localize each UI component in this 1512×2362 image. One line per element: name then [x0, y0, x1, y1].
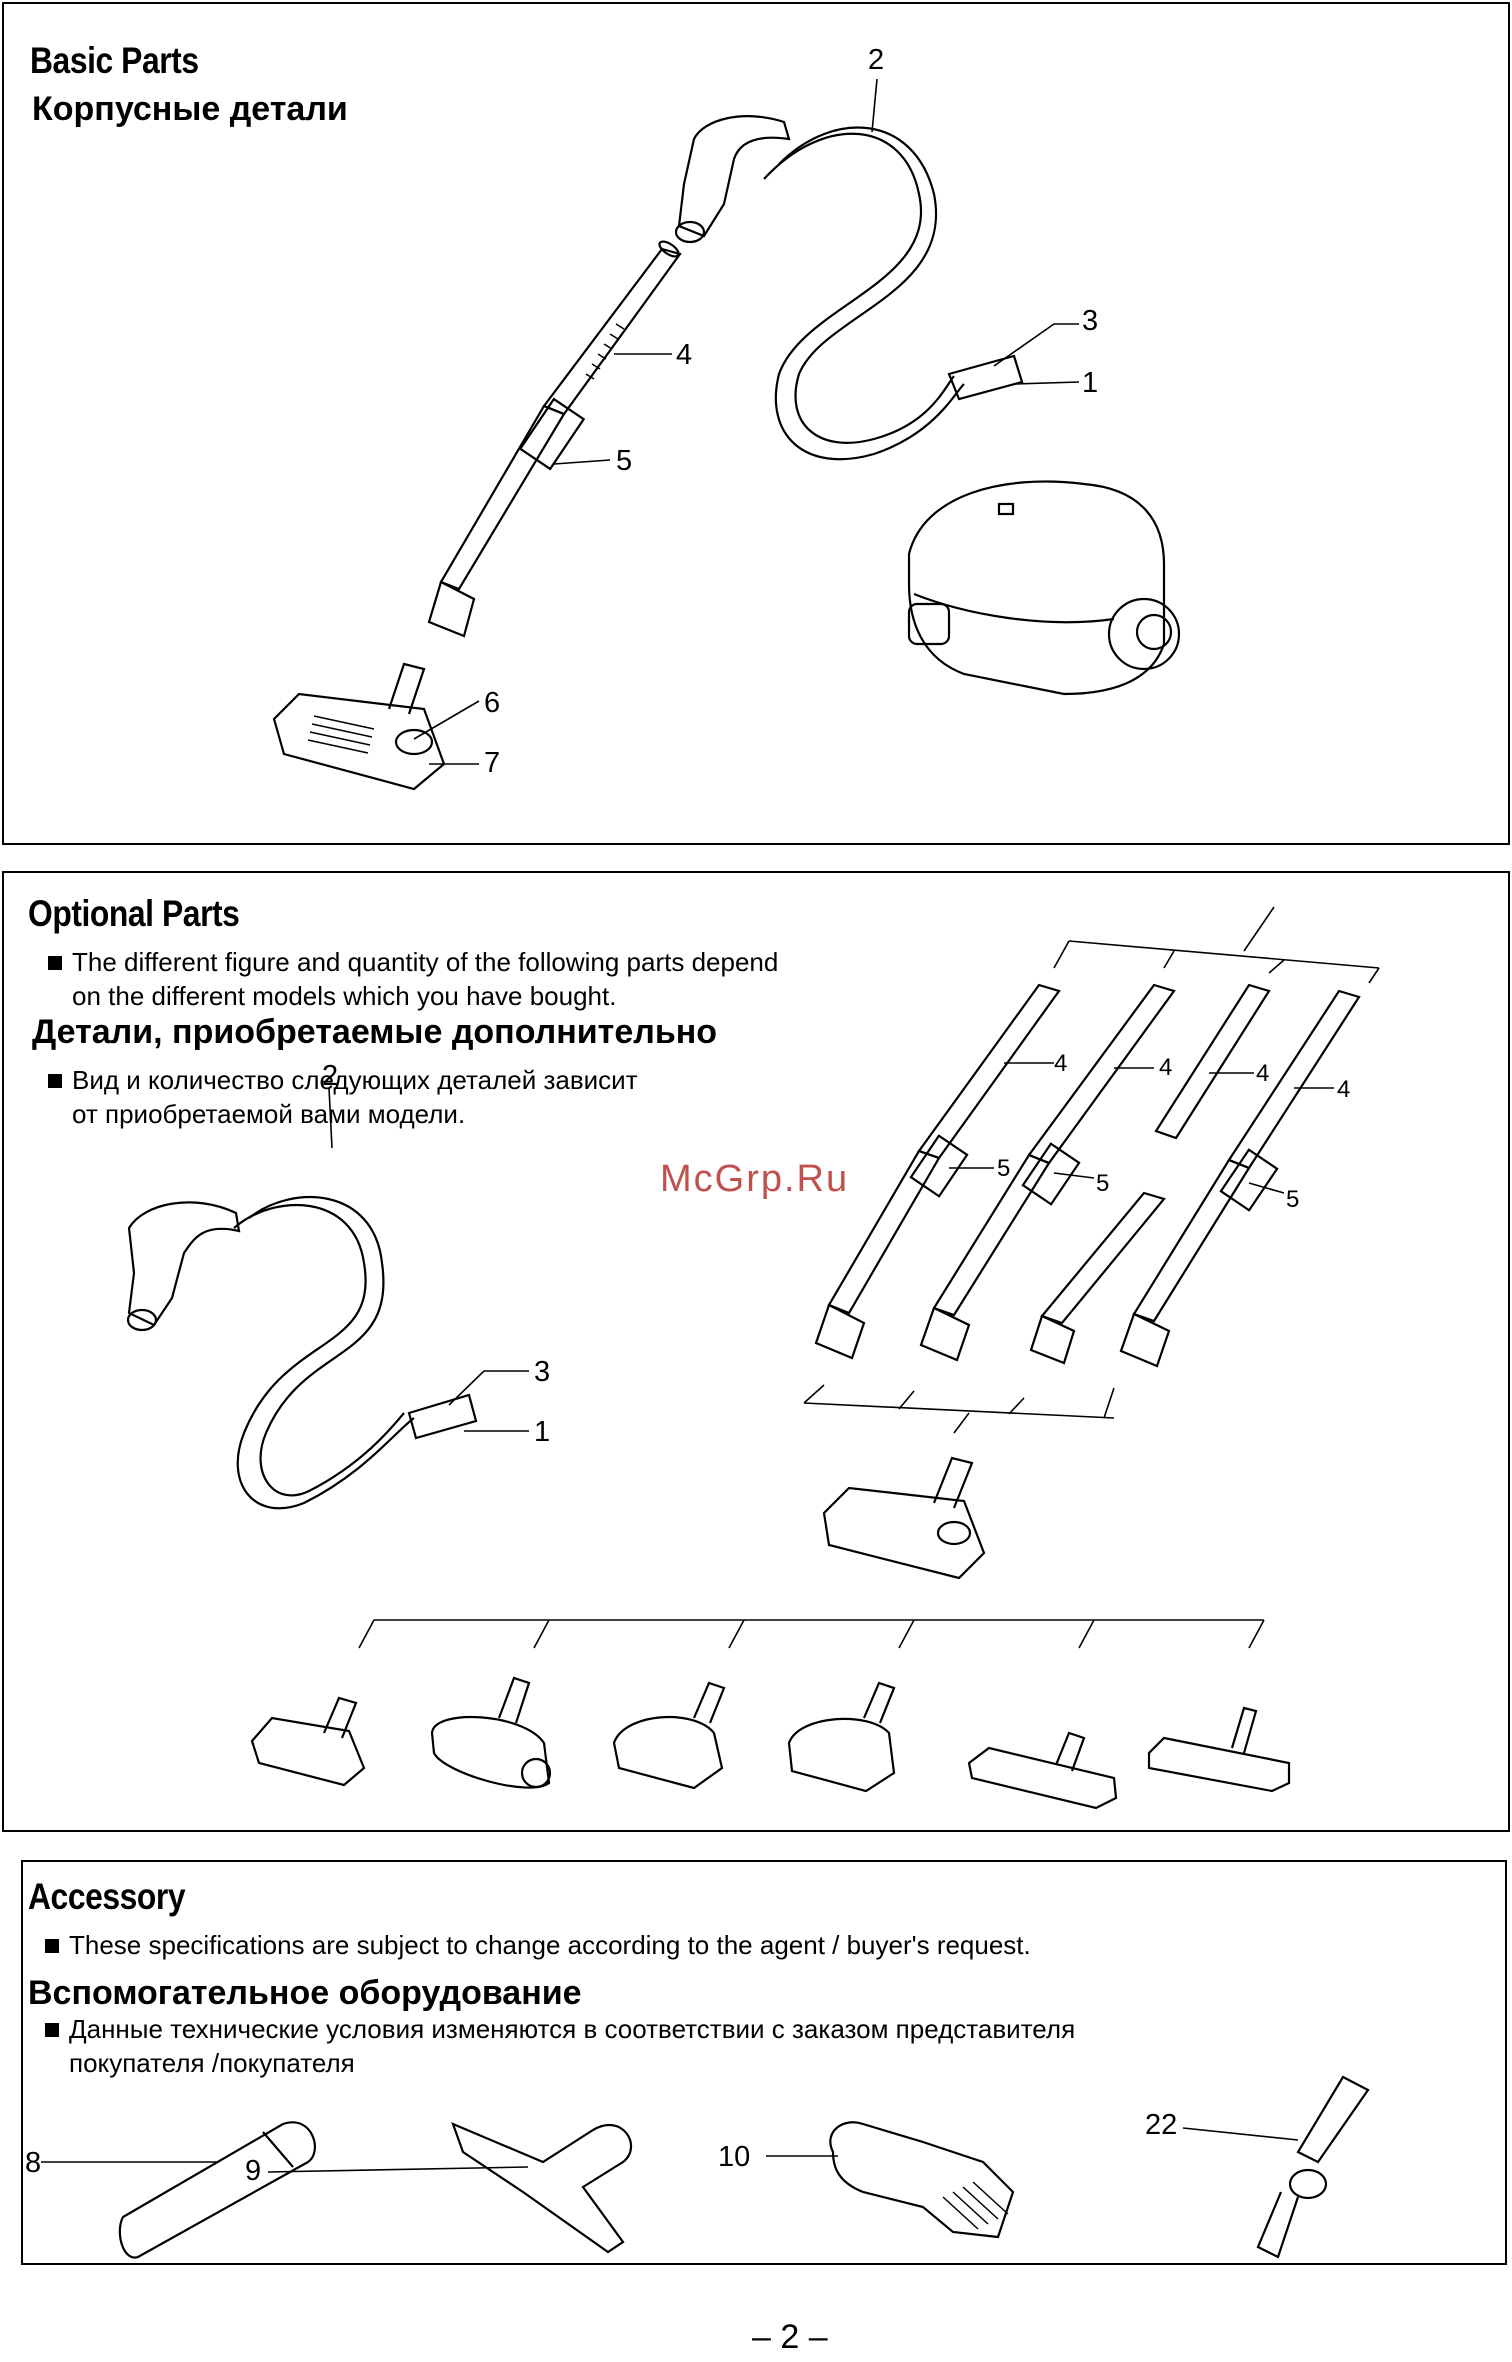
hose-connector [947, 354, 1024, 401]
floor-nozzle [272, 692, 446, 791]
basic-parts-title-en: Basic Parts [30, 40, 199, 81]
nozzle-1 [250, 1716, 366, 1787]
optional-parts-illustration: 2 3 1 4 4 4 4 5 5 5 [126, 906, 1380, 1810]
callout-6: 6 [484, 687, 500, 719]
accessory-illustration: 8 9 10 22 [25, 2075, 1370, 2259]
accessory-title-en: Accessory [28, 1876, 186, 1917]
optional-parts-note-en: The different figure and quantity of the… [48, 945, 778, 1013]
optional-callout-3: 3 [534, 1356, 550, 1388]
callout-22: 22 [1145, 2109, 1177, 2141]
callout-10: 10 [718, 2141, 750, 2173]
optional-parts-title-ru: Детали, приобретаемые дополнительно [32, 1013, 718, 1051]
pipe-callout-4a: 4 [1054, 1050, 1067, 1077]
pipe-callout-4d: 4 [1337, 1076, 1350, 1103]
optional-parts-note-ru: Вид и количество следующих деталей завис… [48, 1063, 638, 1131]
crevice-tool [118, 2121, 316, 2259]
callout-8: 8 [25, 2147, 41, 2179]
basic-parts-title-ru: Корпусные детали [32, 90, 348, 128]
callout-3: 3 [1082, 305, 1098, 337]
bullet-square-icon [48, 956, 62, 970]
telescopic-pipe [542, 247, 682, 416]
accessory-note-ru: Данные технические условия изменяются в … [45, 2012, 1075, 2080]
accessory-panel: Accessory These specifications are subje… [21, 1860, 1507, 2265]
nozzle-3 [612, 1715, 724, 1790]
page-number: – 2 – [752, 2318, 828, 2356]
nozzle-2 [430, 1715, 551, 1789]
hose [763, 132, 965, 461]
pipe-callout-5c: 5 [1286, 1186, 1299, 1213]
optional-floor-nozzle [822, 1486, 986, 1580]
hose-handle [677, 115, 791, 238]
optional-pipes [814, 983, 1361, 1368]
bullet-square-icon [48, 1074, 62, 1088]
optional-hose-handle [127, 1201, 241, 1327]
accessory-title-ru: Вспомогательное оборудование [28, 1974, 582, 2012]
watermark: McGrp.Ru [660, 1158, 850, 1200]
nozzle-4 [787, 1717, 896, 1793]
bullet-square-icon [45, 1939, 59, 1953]
callout-9: 9 [245, 2155, 261, 2187]
callout-5: 5 [616, 445, 632, 477]
accessory-note-en: These specifications are subject to chan… [45, 1928, 1031, 1962]
upholstery-tool [451, 2122, 633, 2254]
vacuum-body [907, 480, 1166, 696]
optional-parts-panel: Optional Parts The different figure and … [2, 871, 1510, 1832]
optional-hose [233, 1203, 415, 1510]
callout-4: 4 [676, 339, 692, 371]
dusting-brush [829, 2121, 1015, 2239]
basic-parts-panel: Basic Parts Корпусные детали [2, 2, 1510, 845]
nozzle-5 [967, 1746, 1118, 1810]
callout-2: 2 [868, 44, 884, 76]
pipe-callout-5b: 5 [1096, 1170, 1109, 1197]
callout-1: 1 [1082, 367, 1098, 399]
pipe-callout-5a: 5 [997, 1155, 1010, 1182]
optional-callout-1: 1 [534, 1416, 550, 1448]
nozzle-6 [1147, 1736, 1291, 1793]
pipe-callout-4c: 4 [1256, 1060, 1269, 1087]
basic-parts-illustration: 2 3 1 4 5 6 7 [272, 44, 1181, 791]
optional-parts-title-en: Optional Parts [28, 893, 240, 934]
pipe-callout-4b: 4 [1159, 1054, 1172, 1081]
bullet-square-icon [45, 2023, 59, 2037]
callout-7: 7 [484, 747, 500, 779]
optional-callout-2: 2 [322, 1060, 338, 1092]
adapter-tool [1296, 2075, 1370, 2164]
